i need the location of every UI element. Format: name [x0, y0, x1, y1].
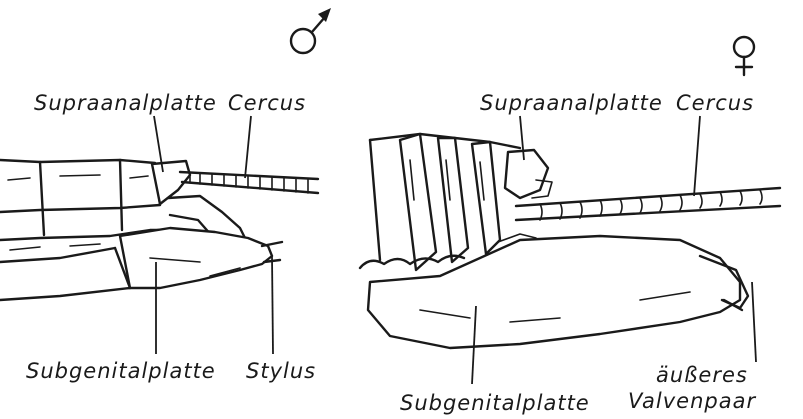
male-symbol — [291, 8, 331, 53]
male-abdomen-drawing — [0, 160, 318, 300]
male-subgenital-plate — [120, 228, 272, 288]
female-supraanalplatte-label: Supraanalplatte — [480, 91, 663, 115]
male-subgenitalplatte-label: Subgenitalplatte — [26, 359, 216, 383]
female-cercus-label: Cercus — [676, 91, 754, 115]
female-valven-label-line2: Valvenpaar — [628, 389, 756, 413]
female-abdomen-drawing — [360, 134, 780, 348]
female-subgenitalplatte-label: Subgenitalplatte — [400, 391, 590, 415]
female-cercus — [516, 188, 780, 220]
male-stylus-label: Stylus — [246, 359, 316, 383]
female-valven-label-line1: äußeres — [656, 363, 748, 387]
male-cercus-label: Cercus — [228, 91, 306, 115]
female-symbol — [734, 37, 754, 75]
male-supraanalplatte-label: Supraanalplatte — [34, 91, 217, 115]
female-supraanal-plate — [505, 150, 548, 198]
